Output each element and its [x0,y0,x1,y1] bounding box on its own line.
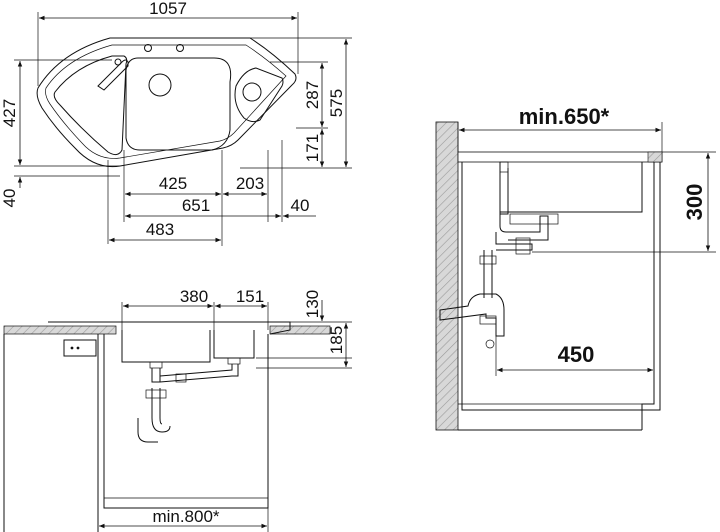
dim-40-left: 40 [0,189,19,208]
drainer-left [53,55,128,156]
dim-651: 651 [182,196,210,215]
dim-min-650: min.650* [519,104,610,129]
small-bowl-front [213,330,255,359]
dim-151: 151 [236,287,264,306]
tap-hole [144,44,152,52]
dim-203: 203 [236,174,264,193]
wall [435,121,459,431]
small-bowl [234,67,284,123]
sink-outline-inner [45,44,287,159]
siphon-trap [151,388,171,433]
bowl-drain-icon [148,73,172,97]
accessory-icon [114,58,122,66]
side-view: min.650* 300 450 [435,104,716,431]
countertop-right [269,325,331,335]
main-bowl-front [121,330,211,363]
dim-450: 450 [558,342,595,367]
front-view: 380 151 130 185 min.800* [3,287,352,532]
dim-483: 483 [146,220,174,239]
dim-427: 427 [0,99,19,127]
dim-1057: 1057 [149,0,187,18]
dim-300: 300 [682,184,707,221]
side-bowl [499,162,643,213]
dim-575: 575 [327,89,346,117]
side-drain-pipe [499,168,509,215]
side-siphon [483,250,493,298]
dim-287: 287 [303,81,322,109]
main-bowl [125,57,232,151]
dim-185: 185 [327,326,346,354]
dim-171: 171 [303,134,322,162]
power-socket [63,339,97,357]
sink-rim [48,321,291,335]
top-view: 1057 427 40 287 575 171 425 203 651 [0,0,352,246]
side-countertop [457,151,663,163]
drainer-accessory [97,59,129,91]
dim-130: 130 [303,290,322,318]
tap-hole [176,44,184,52]
dim-40-bottom: 40 [291,196,310,215]
dim-425: 425 [159,174,187,193]
drain-pipe [151,368,161,383]
dim-380: 380 [180,287,208,306]
sink-outline [36,37,297,168]
small-bowl-drain-icon [242,82,262,102]
dim-min-800: min.800* [152,507,219,526]
side-cabinet [461,162,661,411]
countertop-left [3,325,117,335]
